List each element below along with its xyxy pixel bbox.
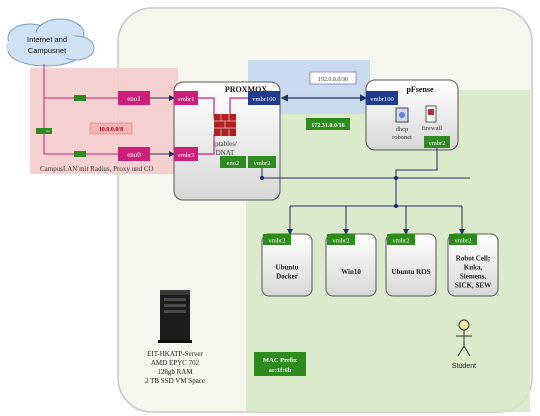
- iptables-line2: DNAT: [216, 149, 235, 157]
- student-label: Student: [452, 363, 476, 370]
- vm-port-label: vmbr2: [269, 238, 286, 245]
- internet-cloud: Internet and Campusnet: [6, 18, 95, 67]
- mac-prefix-box: [254, 352, 306, 376]
- vm-label: Siemens,: [460, 273, 487, 281]
- campus-subnet: 10.0.0.0/8: [99, 127, 123, 133]
- vm-port: [449, 234, 477, 245]
- vm-label: Win10: [341, 268, 361, 276]
- proxmox-vmbr2: [248, 156, 276, 168]
- proxmox-vmbr100-label: vmbr100: [252, 96, 275, 103]
- vm-port: [327, 234, 355, 245]
- vm-port: [263, 234, 291, 245]
- vm-label: Kuka,: [464, 264, 483, 272]
- eno1-label: eno1: [127, 95, 141, 103]
- pfsense-vmbr100: [366, 91, 398, 105]
- campus-tag-mid: [36, 128, 52, 134]
- server-line4: 2 TB SSD VM Space: [145, 377, 205, 385]
- student-icon: [456, 319, 472, 357]
- pfsense-firewall: firewall: [422, 125, 442, 132]
- pfsense-vmbr100-label: vmbr100: [370, 96, 393, 103]
- mac-prefix-line2: ac:1f:6b: [269, 367, 292, 374]
- campus-lan-zone: [30, 68, 178, 174]
- vm-label: Docker: [276, 273, 298, 281]
- transfer-subnet: 192.0.0.0/30: [318, 77, 348, 83]
- pfsense-title: pFsense: [406, 85, 434, 94]
- server-tower-icon: [158, 290, 192, 343]
- proxmox-vmbr100: [248, 91, 280, 105]
- eno0-port: [118, 147, 150, 161]
- dhcp-server-icon: [395, 107, 409, 123]
- pfsense-dhcp-line2: robonet: [392, 134, 412, 141]
- iptables-line1: iptables/: [213, 140, 237, 148]
- svg-text:••••: ••••: [46, 129, 50, 133]
- proxmox-vmbr1-label: vmbr1: [178, 96, 195, 103]
- eno0-label: eno0: [127, 151, 141, 159]
- vm-port-label: vmbr2: [333, 238, 350, 245]
- firewall-brick-icon: [214, 114, 236, 136]
- proxmox-eno2: [220, 156, 246, 168]
- firewall-icon: [425, 105, 437, 123]
- robonet-subnet: 172.31.0.0/16: [311, 123, 344, 129]
- server-line1: EIT-HKATP-Server: [147, 350, 203, 358]
- campus-tag-bottom: [74, 151, 86, 157]
- eno1-port: [118, 91, 150, 105]
- vm-label: Robot Cell;: [456, 255, 490, 263]
- campus-tag-top: [74, 95, 86, 101]
- vm-label: Ubuntu ROS: [391, 268, 430, 276]
- campus-subnet-box: [89, 122, 133, 135]
- pfsense-vmbr2: [424, 136, 450, 148]
- proxmox-title: PROXMOX: [225, 85, 267, 94]
- robonet-bus: [261, 148, 470, 235]
- vm-port-label: vmbr2: [393, 238, 410, 245]
- robonet-subnet-box: [306, 118, 350, 130]
- proxmox-vmbr1: [174, 91, 198, 105]
- proxmox-vmbr3-label: vmbr3: [178, 152, 195, 159]
- server-line3: 128gb RAM: [157, 368, 193, 376]
- campus-label: CampusLAN mit Radius, Proxy und CO: [40, 165, 154, 173]
- pfsense-vmbr2-label: vmbr2: [429, 140, 446, 147]
- cloud-line1: Internet and: [27, 35, 67, 44]
- vm-port-label: vmbr2: [455, 238, 472, 245]
- proxmox-vmbr3: [174, 147, 198, 161]
- transfer-subnet-box: [309, 71, 357, 85]
- pfsense-dhcp-line1: dhcp: [396, 126, 409, 133]
- proxmox-box: [173, 81, 281, 201]
- vm-label: Ubuntu: [276, 264, 299, 272]
- proxmox-vmbr2-label: vmbr2: [254, 160, 271, 167]
- cloud-line2: Campusnet: [28, 46, 67, 55]
- server-line2: AMD EPYC 702: [151, 359, 200, 367]
- mac-prefix-line1: MAC Prefix: [263, 357, 298, 364]
- vm-port: [387, 234, 415, 245]
- proxmox-eno2-label: eno2: [227, 160, 240, 167]
- vm-label: SICK, SEW: [455, 282, 491, 290]
